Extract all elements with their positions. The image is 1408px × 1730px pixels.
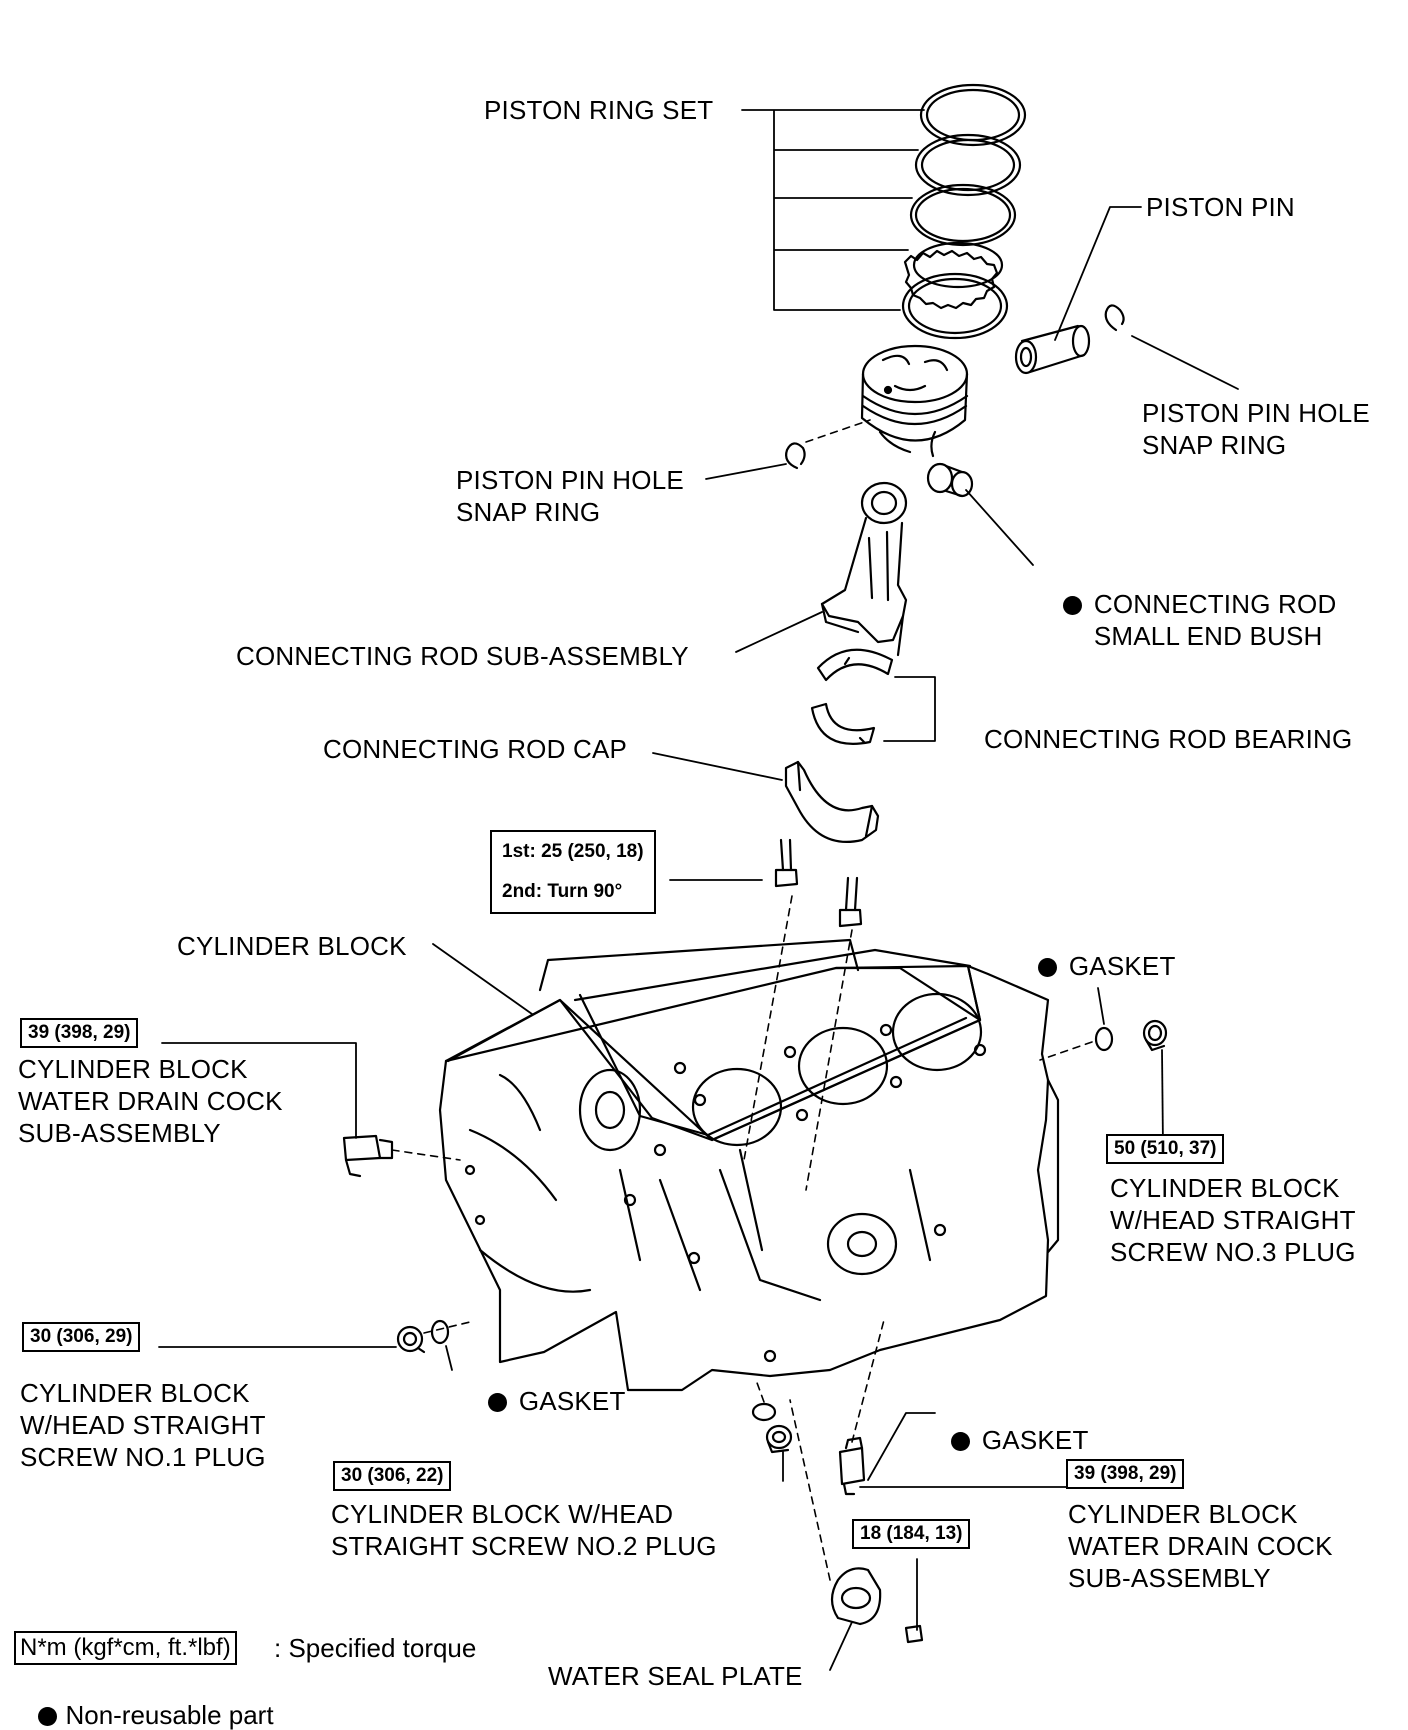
torque-drain-cock-right: 39 (398, 29) <box>1066 1459 1185 1489</box>
snap-ring-right-drawing <box>1104 304 1125 332</box>
gasket-top-label: GASKET <box>1023 918 1176 982</box>
legend-non-reusable: Non-reusable part <box>24 1670 274 1730</box>
rod-bolts-drawing <box>774 838 863 928</box>
connecting-rod-drawing <box>820 481 908 657</box>
legend-torque-unit: N*m (kgf*cm, ft.*lbf) <box>14 1631 237 1665</box>
piston-pin-hole-snap-ring-left-label: PISTON PIN HOLE SNAP RING <box>456 465 684 527</box>
drain-cock-left-label: CYLINDER BLOCK WATER DRAIN COCK SUB-ASSE… <box>18 1054 283 1148</box>
non-reusable-mark <box>487 1393 507 1412</box>
piston-pin-label: PISTON PIN <box>1146 192 1295 222</box>
connecting-rod-cap-drawing <box>784 760 880 844</box>
plug-no2-label: CYLINDER BLOCK W/HEAD STRAIGHT SCREW NO.… <box>331 1499 717 1561</box>
piston-pin-drawing <box>1014 324 1091 375</box>
piston-ring-set-label: PISTON RING SET <box>484 95 714 125</box>
gasket-bottom-drawing <box>751 1402 777 1422</box>
drain-cock-left-drawing <box>342 1134 394 1178</box>
gasket-left-label: GASKET <box>473 1353 626 1417</box>
water-seal-plate-label: WATER SEAL PLATE <box>548 1661 803 1691</box>
cylinder-block-label: CYLINDER BLOCK <box>177 931 407 961</box>
non-reusable-mark <box>38 1707 58 1726</box>
torque-drain-cock-left: 39 (398, 29) <box>20 1018 139 1048</box>
water-seal-plate-drawing <box>830 1567 924 1644</box>
plug-no3-drawing <box>1142 1019 1168 1052</box>
torque-rod-cap: 1st: 25 (250, 18) 2nd: Turn 90° <box>490 830 656 914</box>
torque-plug-no3: 50 (510, 37) <box>1106 1134 1225 1164</box>
connecting-rod-small-end-bush-label: CONNECTING ROD SMALL END BUSH <box>1048 556 1336 652</box>
torque-plug-no2: 30 (306, 22) <box>333 1461 452 1491</box>
piston-drawing <box>860 344 969 458</box>
torque-water-seal-plate: 18 (184, 13) <box>852 1519 971 1549</box>
plug-no1-label: CYLINDER BLOCK W/HEAD STRAIGHT SCREW NO.… <box>20 1378 266 1472</box>
connecting-rod-bearing-drawing <box>810 648 894 745</box>
cylinder-block-drawing <box>438 938 1060 1392</box>
non-reusable-mark <box>1062 596 1082 615</box>
gasket-left-drawing <box>430 1319 450 1345</box>
gasket-top-drawing <box>1094 1026 1114 1052</box>
non-reusable-mark <box>950 1432 970 1451</box>
connecting-rod-cap-label: CONNECTING ROD CAP <box>323 734 628 764</box>
drain-cock-right-label: CYLINDER BLOCK WATER DRAIN COCK SUB-ASSE… <box>1068 1499 1333 1593</box>
snap-ring-left-drawing <box>785 442 806 470</box>
alignment-lines <box>391 419 1093 1581</box>
drain-cock-right-drawing <box>838 1436 866 1496</box>
plug-no1-drawing <box>396 1325 426 1354</box>
legend-torque-desc: : Specified torque <box>274 1633 477 1663</box>
piston-pin-hole-snap-ring-right-label: PISTON PIN HOLE SNAP RING <box>1142 398 1370 460</box>
plug-no2-drawing <box>765 1424 793 1454</box>
torque-plug-no1: 30 (306, 29) <box>22 1322 141 1352</box>
connecting-rod-bearing-label: CONNECTING ROD BEARING <box>984 724 1353 754</box>
gasket-bottom-label: GASKET <box>936 1392 1089 1456</box>
leader-lines <box>158 109 1239 1671</box>
connecting-rod-sub-assembly-label: CONNECTING ROD SUB-ASSEMBLY <box>236 641 689 671</box>
piston-ring-set-drawing <box>901 83 1027 340</box>
plug-no3-label: CYLINDER BLOCK W/HEAD STRAIGHT SCREW NO.… <box>1110 1173 1356 1267</box>
small-end-bush-drawing <box>926 462 974 498</box>
non-reusable-mark <box>1037 958 1057 977</box>
